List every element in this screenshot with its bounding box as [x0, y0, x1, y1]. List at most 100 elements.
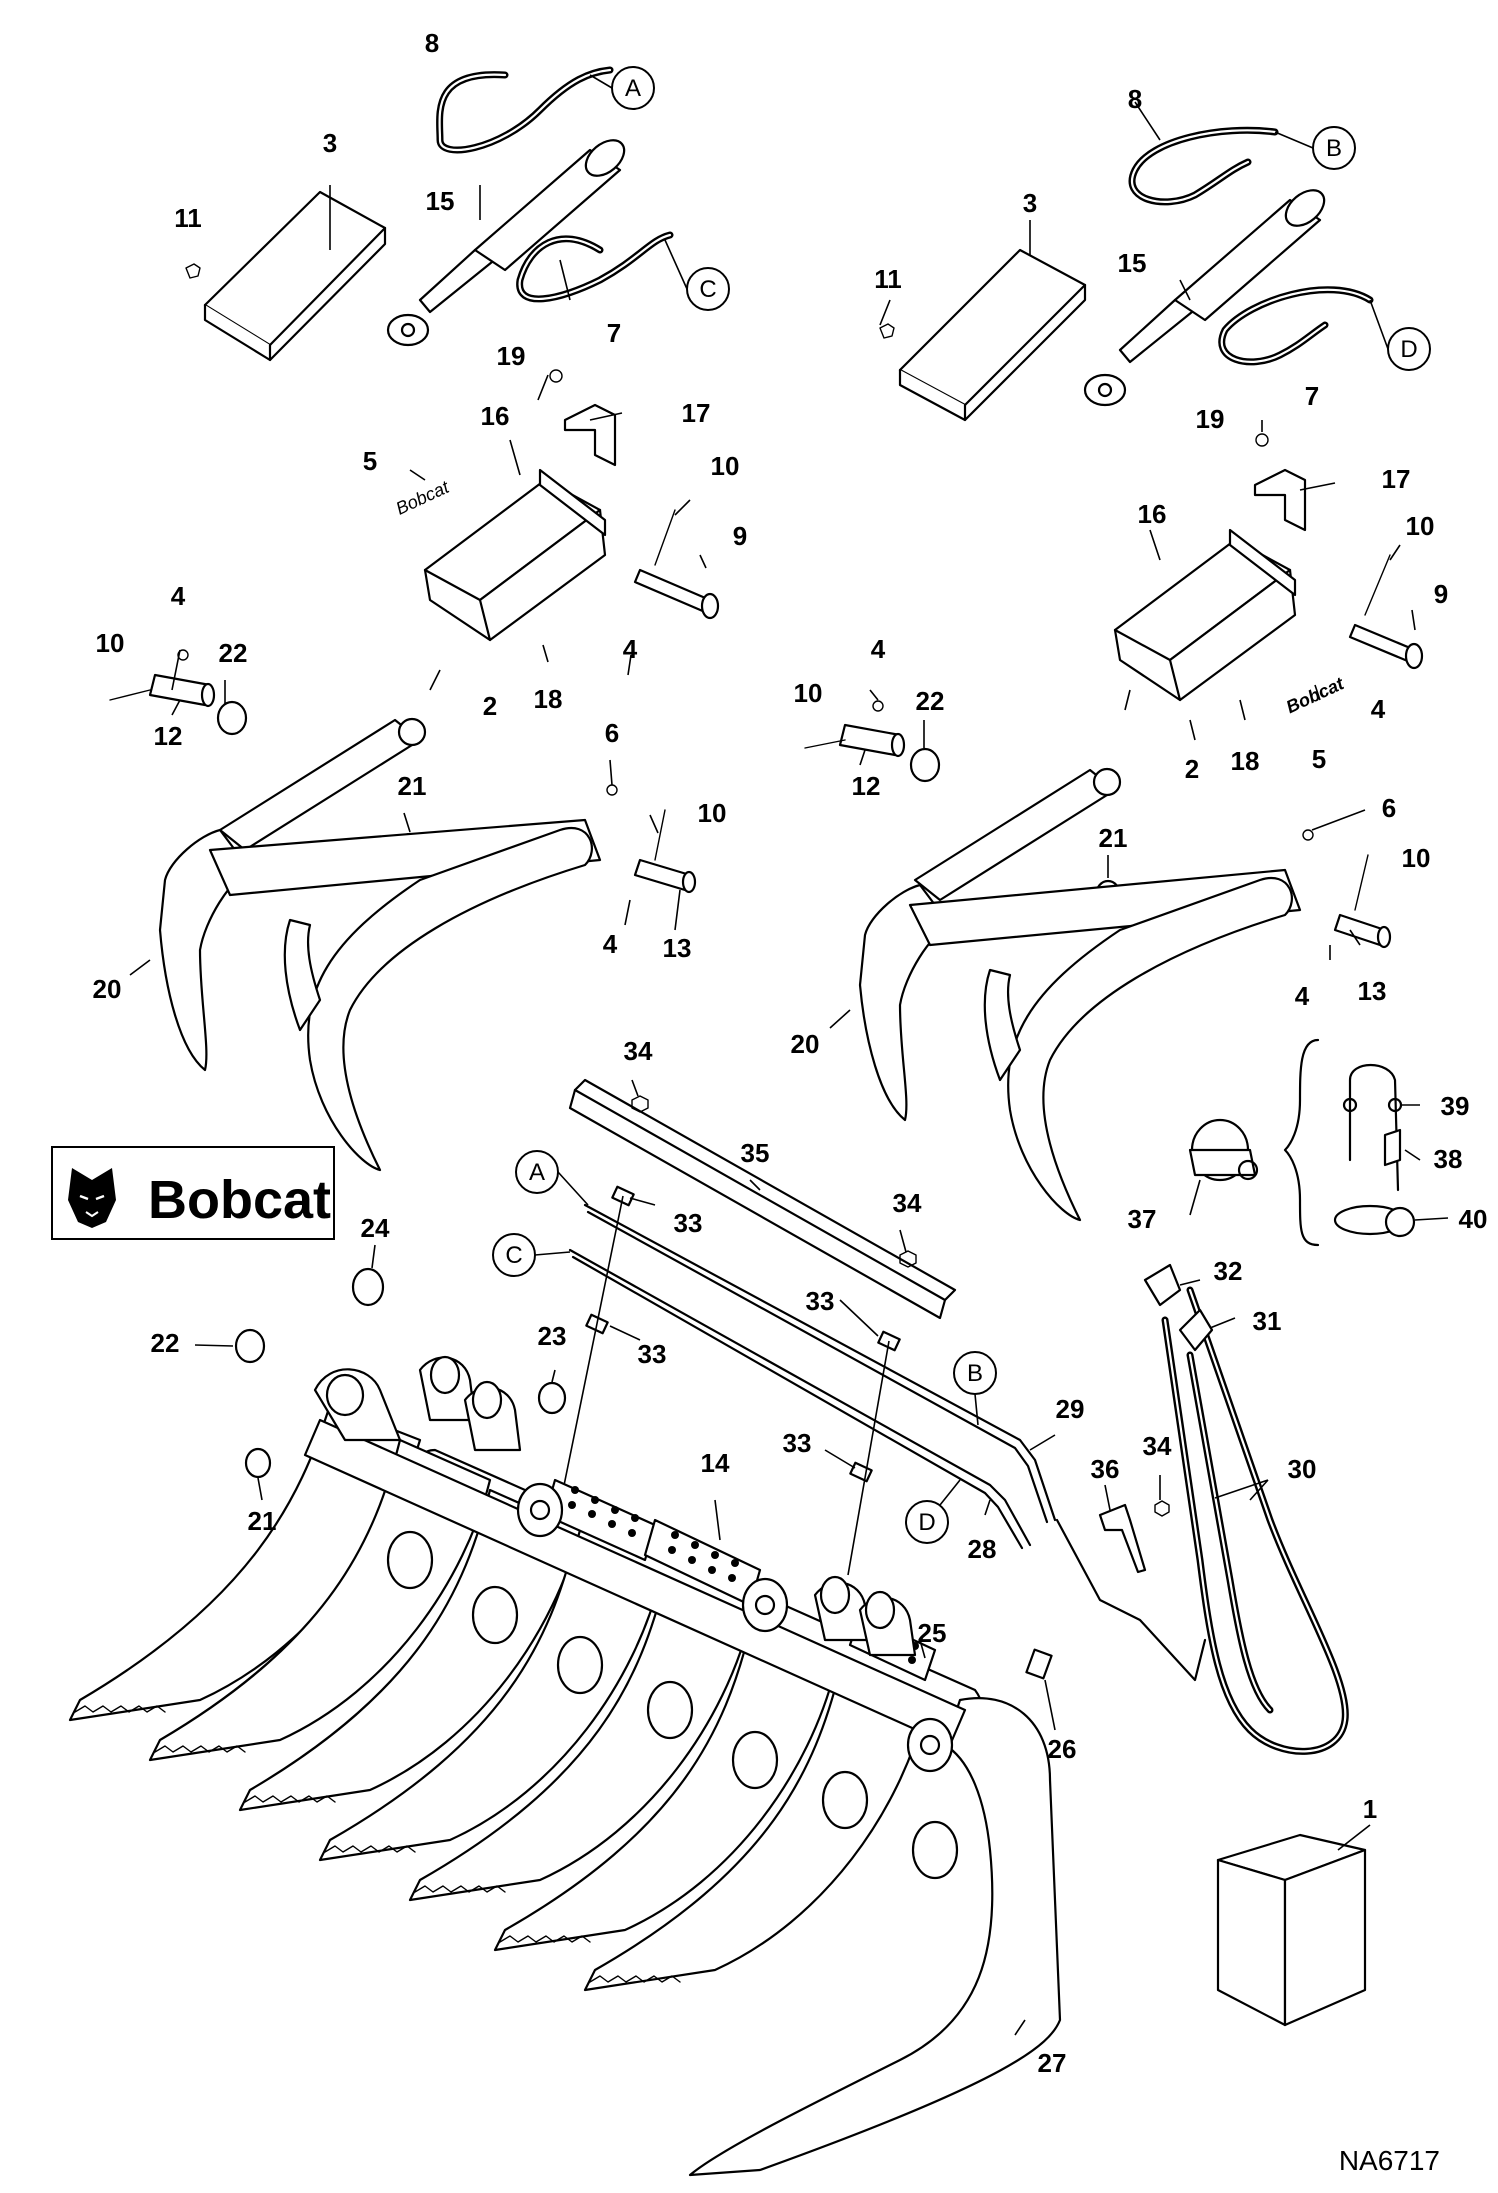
bushing-22-left — [216, 700, 248, 736]
callout-33: 33 — [783, 1428, 812, 1458]
callout-2: 2 — [1185, 754, 1199, 784]
bolt-34a — [631, 1095, 649, 1113]
tine-crossbars — [386, 1530, 959, 1880]
left-grapple-assembly: Bobcat — [109, 66, 720, 1172]
clamp-37 — [1188, 1118, 1259, 1182]
callout-6: 6 — [605, 718, 619, 748]
bracket-17-left — [563, 403, 617, 467]
callout-14: 14 — [701, 1448, 730, 1478]
callout-5: 5 — [363, 446, 377, 476]
callout-19: 19 — [497, 341, 526, 371]
svg-text:D: D — [1400, 336, 1417, 363]
bracket-brace — [1283, 1038, 1320, 1247]
callout-27: 27 — [1038, 2048, 1067, 2078]
callout-33: 33 — [638, 1339, 667, 1369]
callout-22: 22 — [916, 686, 945, 716]
callout-8: 8 — [425, 28, 439, 58]
callout-13: 13 — [663, 933, 692, 963]
callout-4: 4 — [603, 929, 618, 959]
callout-10: 10 — [794, 678, 823, 708]
callout-20: 20 — [93, 974, 122, 1004]
bolt-11-right — [879, 323, 895, 339]
parts-box-1 — [1216, 1824, 1371, 2027]
clamp-33d — [849, 1461, 873, 1483]
hose-7-left — [516, 231, 674, 303]
bracket-17-right — [1253, 468, 1307, 532]
callout-28: 28 — [968, 1534, 997, 1564]
callout-7: 7 — [607, 318, 621, 348]
callout-10: 10 — [698, 798, 727, 828]
bushing-22-bottom — [234, 1328, 266, 1364]
cylinder-cover-right — [898, 248, 1087, 422]
grapple-tines — [68, 1403, 927, 1992]
callout-4: 4 — [171, 581, 186, 611]
brand-logo: Bobcat — [51, 1146, 335, 1240]
bushing-23 — [537, 1381, 567, 1415]
connector-d-bottom: D — [905, 1479, 961, 1544]
tube-28 — [568, 1248, 1032, 1547]
decal-5-left: Bobcat — [393, 476, 453, 518]
tube-assembly — [559, 1078, 1057, 1576]
pin-9-left — [633, 568, 720, 620]
callout-19: 19 — [1196, 404, 1225, 434]
svg-text:A: A — [529, 1159, 545, 1186]
pivot-lugs — [313, 1355, 917, 1657]
callout-22: 22 — [151, 1328, 180, 1358]
callout-37: 37 — [1128, 1204, 1157, 1234]
hydraulic-cylinder-left — [386, 139, 626, 347]
right-grapple-assembly: Bobcat — [804, 101, 1424, 1222]
connector-a-top: A — [589, 66, 655, 110]
tag-38 — [1383, 1128, 1402, 1167]
bolt-34b — [899, 1250, 917, 1268]
callout-25: 25 — [918, 1618, 947, 1648]
pin-12-left — [148, 673, 216, 708]
callout-34: 34 — [624, 1036, 653, 1066]
bolt-10a-right — [1364, 554, 1391, 616]
callout-12: 12 — [154, 721, 183, 751]
grapple-tine-frame-left — [158, 818, 602, 1172]
cylinder-cover-left — [203, 190, 387, 362]
callout-4: 4 — [623, 634, 638, 664]
callout-40: 40 — [1459, 1204, 1488, 1234]
callout-30: 30 — [1288, 1454, 1317, 1484]
callout-10: 10 — [711, 451, 740, 481]
callout-21: 21 — [1099, 823, 1128, 853]
bracket-36 — [1098, 1503, 1147, 1574]
bobcat-head-icon — [68, 1168, 116, 1228]
hydraulic-cylinder-right — [1083, 189, 1326, 407]
logo-text: Bobcat — [148, 1170, 331, 1230]
callout-10: 10 — [1402, 843, 1431, 873]
pin-9-right — [1348, 623, 1424, 670]
elbow-26 — [1025, 1648, 1053, 1680]
callout-31: 31 — [1253, 1306, 1282, 1336]
callout-4: 4 — [871, 634, 886, 664]
callout-34: 34 — [1143, 1431, 1172, 1461]
callout-24: 24 — [361, 1213, 390, 1243]
callout-15: 15 — [426, 186, 455, 216]
callout-35: 35 — [741, 1138, 770, 1168]
bushing-21-bottom — [244, 1447, 272, 1479]
pin-12-right — [838, 723, 906, 758]
coupler-32 — [1143, 1263, 1182, 1307]
callout-3: 3 — [1023, 188, 1037, 218]
callout-8: 8 — [1128, 84, 1142, 114]
svg-text:C: C — [505, 1242, 522, 1269]
bolt-10b-left — [109, 689, 151, 701]
callout-1: 1 — [1363, 1794, 1377, 1824]
callout-4: 4 — [1371, 694, 1386, 724]
grapple-arm-left — [218, 718, 422, 852]
connector-c-top: C — [664, 239, 730, 311]
clamp-40 — [1333, 1204, 1416, 1238]
end-tine-27 — [688, 1697, 1062, 2177]
callout-2: 2 — [483, 691, 497, 721]
callout-29: 29 — [1056, 1394, 1085, 1424]
callout-12: 12 — [852, 771, 881, 801]
callout-23: 23 — [538, 1321, 567, 1351]
bolt-10b-right — [804, 739, 846, 749]
callout-20: 20 — [791, 1029, 820, 1059]
callout-7: 7 — [1305, 381, 1319, 411]
callout-26: 26 — [1048, 1734, 1077, 1764]
callout-34: 34 — [893, 1188, 922, 1218]
callout-15: 15 — [1118, 248, 1147, 278]
